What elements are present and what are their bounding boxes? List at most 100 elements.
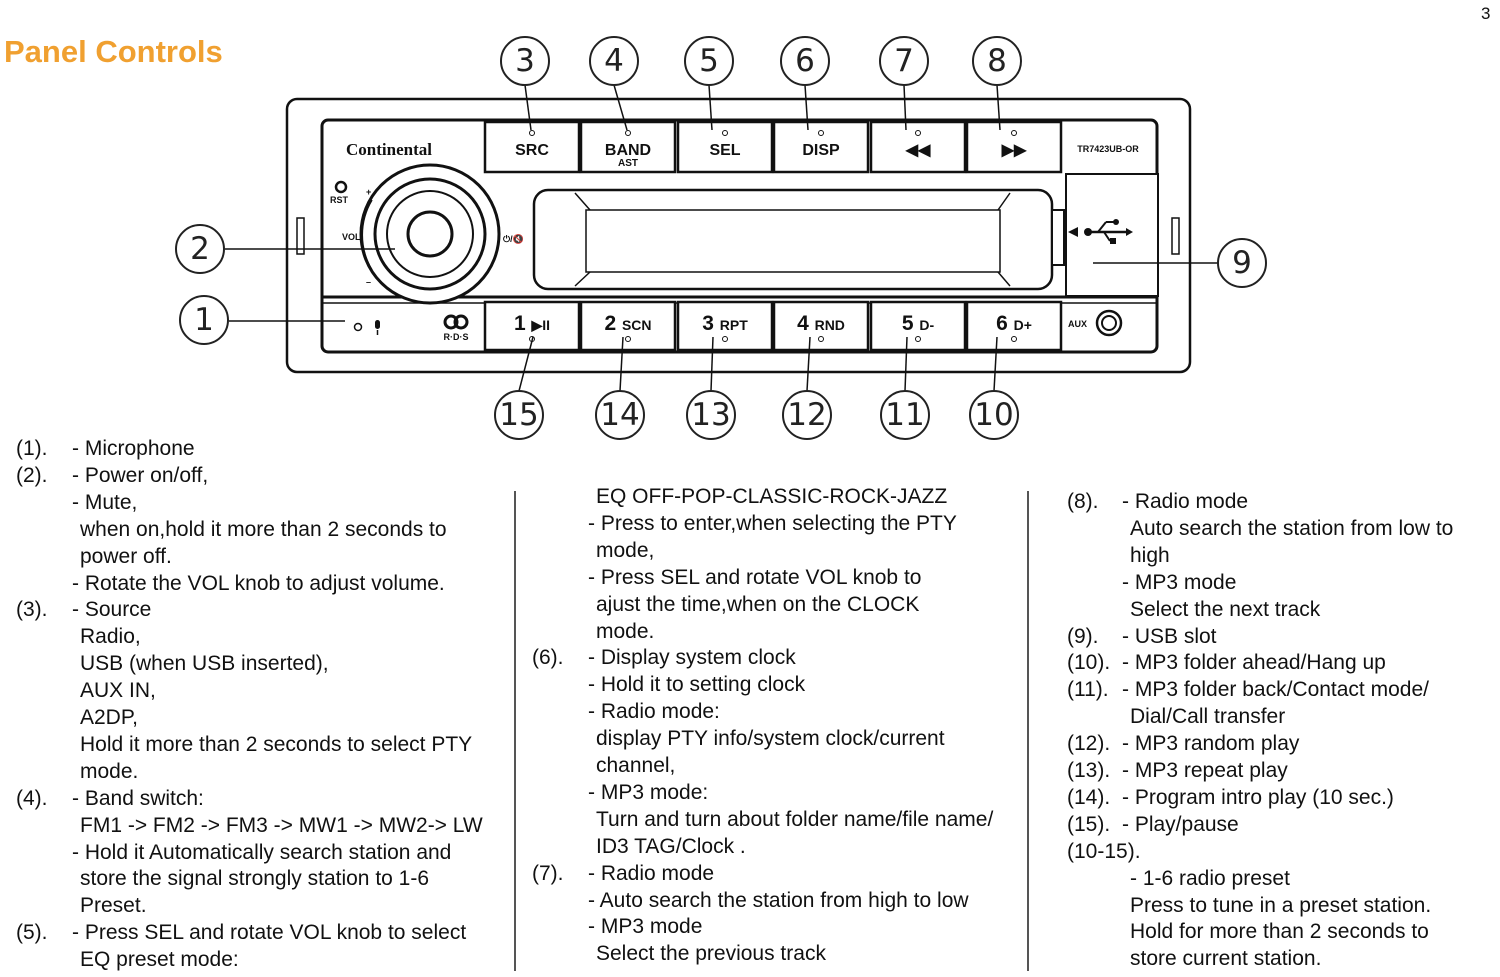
callout-3: 3 <box>500 36 550 86</box>
callout-number: 13 <box>691 397 730 433</box>
callout-15: 15 <box>494 390 544 440</box>
item-number: (12). <box>1067 732 1111 756</box>
callout-number: 7 <box>894 43 914 79</box>
callout-1: 1 <box>179 295 229 345</box>
item-line: when on,hold it more than 2 seconds to <box>80 517 447 541</box>
item-line: high <box>1130 543 1170 567</box>
item-line: Select the next track <box>1130 597 1321 621</box>
vol-knob-center <box>406 210 454 258</box>
item-line: mode. <box>80 759 139 783</box>
item-line: Hold it more than 2 seconds to select PT… <box>80 732 473 756</box>
item-line: Turn and turn about folder name/file nam… <box>596 807 994 831</box>
page-title: Panel Controls <box>4 34 223 69</box>
page-number: 3 <box>1481 4 1491 23</box>
callout-12: 12 <box>782 390 832 440</box>
item-number: (13). <box>1067 759 1111 782</box>
top-button-7[interactable]: ◀◀ <box>869 120 967 174</box>
item-line: mode. <box>596 619 655 643</box>
top-button-3[interactable]: SRC <box>483 120 581 174</box>
item-line: store current station. <box>1130 947 1322 971</box>
item-line: - 1-6 radio preset <box>1130 866 1290 890</box>
item-line: A2DP, <box>80 706 138 729</box>
item-line: - Source <box>72 598 152 622</box>
top-button-label: ◀◀ <box>905 142 931 159</box>
item-line: EQ preset mode: <box>80 948 239 972</box>
item-line: - Band switch: <box>72 786 204 810</box>
item-line: display PTY info/system clock/current <box>596 727 945 751</box>
top-button-5[interactable]: SEL <box>676 120 774 174</box>
top-button-label: DISP <box>802 142 840 159</box>
preset-button-4[interactable]: 4 RND <box>772 300 870 352</box>
item-number: (6). <box>532 646 564 670</box>
item-line: - Press SEL and rotate VOL knob to selec… <box>72 921 467 945</box>
item-line: - USB slot <box>1122 624 1217 648</box>
item-line: - Press to enter,when selecting the PTY <box>588 511 957 535</box>
preset-button-label: 4 RND <box>797 312 845 335</box>
callout-5: 5 <box>684 36 734 86</box>
column-divider-1 <box>514 491 516 971</box>
svg-text:+: + <box>366 187 371 197</box>
item-line: - Auto search the station from high to l… <box>588 888 969 912</box>
callout-number: 14 <box>600 397 639 433</box>
item-line: Press to tune in a preset station. <box>1130 893 1432 917</box>
preset-button-label: 2 SCN <box>604 312 651 335</box>
top-button-label: BAND <box>605 142 651 159</box>
top-button-8[interactable]: ▶▶ <box>965 120 1063 174</box>
item-number: (15). <box>1067 812 1111 836</box>
item-number: (2). <box>16 463 48 487</box>
callout-7: 7 <box>879 36 929 86</box>
preset-button-label: 6 D+ <box>996 312 1032 335</box>
item-number: (7). <box>532 861 564 885</box>
preset-button-6[interactable]: 6 D+ <box>965 300 1063 352</box>
preset-button-1[interactable]: 1 ▶II <box>483 300 581 352</box>
column-divider-2 <box>1027 491 1029 971</box>
item-line: mode, <box>596 538 655 562</box>
callout-2: 2 <box>175 224 225 274</box>
item-line: - MP3 repeat play <box>1122 759 1288 782</box>
callout-number: 2 <box>190 231 210 267</box>
preset-button-2[interactable]: 2 SCN <box>579 300 677 352</box>
item-line: Radio, <box>80 625 141 649</box>
item-line: - Display system clock <box>588 646 796 670</box>
item-line: - MP3 random play <box>1122 732 1300 756</box>
top-button-label: SRC <box>515 142 549 159</box>
item-line: - MP3 folder back/Contact mode/ <box>1122 678 1429 702</box>
microphone-icon <box>375 320 380 329</box>
item-line: Hold for more than 2 seconds to <box>1130 920 1429 944</box>
item-line: EQ OFF-POP-CLASSIC-ROCK-JAZZ <box>596 485 948 508</box>
callout-9: 9 <box>1217 238 1267 288</box>
item-line: - Microphone <box>72 437 195 460</box>
item-line: Select the previous track <box>596 942 826 966</box>
item-number: (10). <box>1067 651 1111 675</box>
item-line: - Play/pause <box>1122 812 1239 836</box>
item-number: (10-15). <box>1067 839 1141 863</box>
microphone-hole <box>353 322 363 332</box>
callout-number: 11 <box>885 397 924 433</box>
callout-number: 15 <box>499 397 538 433</box>
callout-number: 8 <box>987 43 1007 79</box>
callout-10: 10 <box>969 390 1019 440</box>
callout-number: 3 <box>515 43 535 79</box>
top-button-6[interactable]: DISP <box>772 120 870 174</box>
item-number: (4). <box>16 786 48 810</box>
item-number: (11). <box>1067 678 1109 702</box>
svg-text:RST: RST <box>330 195 349 205</box>
top-button-label: ▶▶ <box>1001 142 1027 159</box>
preset-button-5[interactable]: 5 D- <box>869 300 967 352</box>
item-line: - MP3 mode: <box>588 780 709 804</box>
display-screen <box>585 209 1001 273</box>
item-line: - Power on/off, <box>72 463 209 487</box>
item-line: AUX IN, <box>80 679 156 703</box>
item-line: ID3 TAG/Clock . <box>596 834 746 858</box>
callout-number: 1 <box>194 302 214 338</box>
item-line: - MP3 folder ahead/Hang up <box>1122 651 1386 675</box>
item-line: ajust the time,when on the CLOCK <box>596 592 920 616</box>
usb-slot <box>1065 173 1159 297</box>
preset-button-label: 3 RPT <box>702 312 748 335</box>
preset-button-3[interactable]: 3 RPT <box>676 300 774 352</box>
item-line: power off. <box>80 544 172 568</box>
callout-11: 11 <box>880 390 930 440</box>
callout-8: 8 <box>972 36 1022 86</box>
